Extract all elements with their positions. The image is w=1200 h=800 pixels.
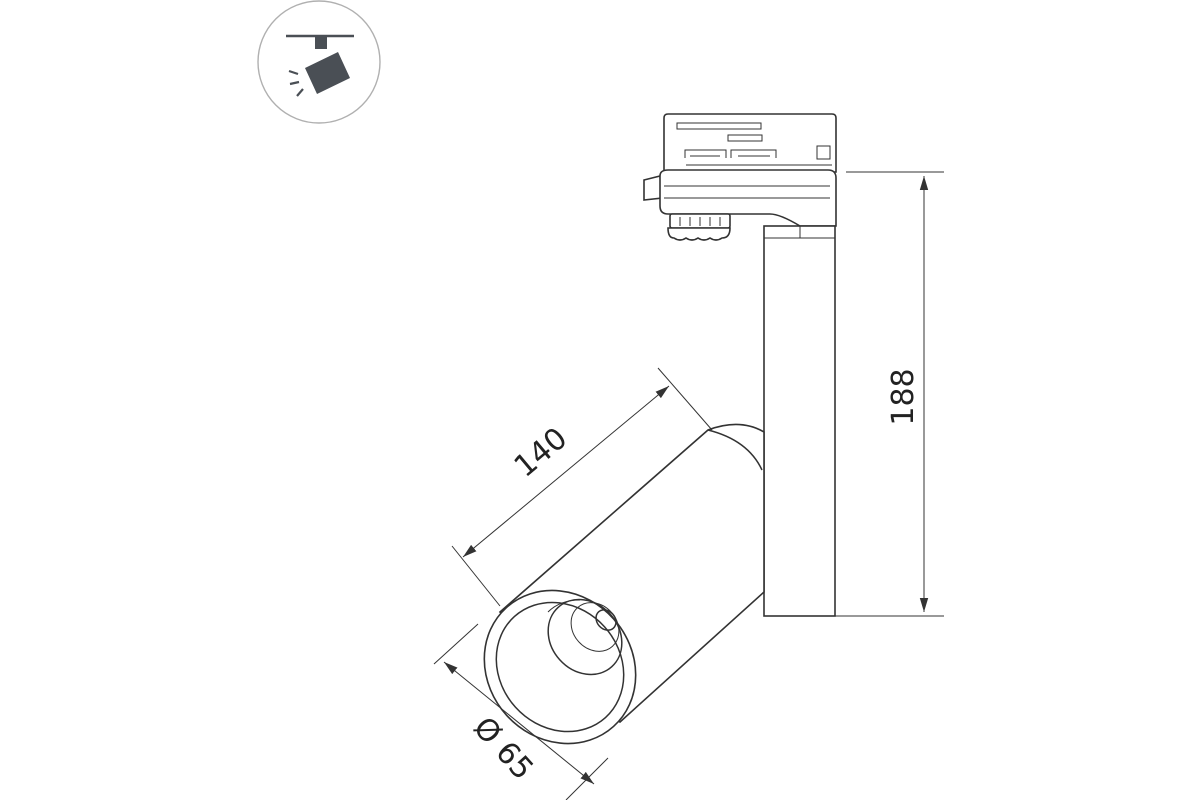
- height-dimension: 188: [829, 171, 944, 617]
- height-label: 188: [886, 368, 921, 425]
- track-spotlight-icon: [257, 0, 381, 124]
- length-label: 140: [508, 421, 574, 485]
- track-adapter: [643, 113, 837, 241]
